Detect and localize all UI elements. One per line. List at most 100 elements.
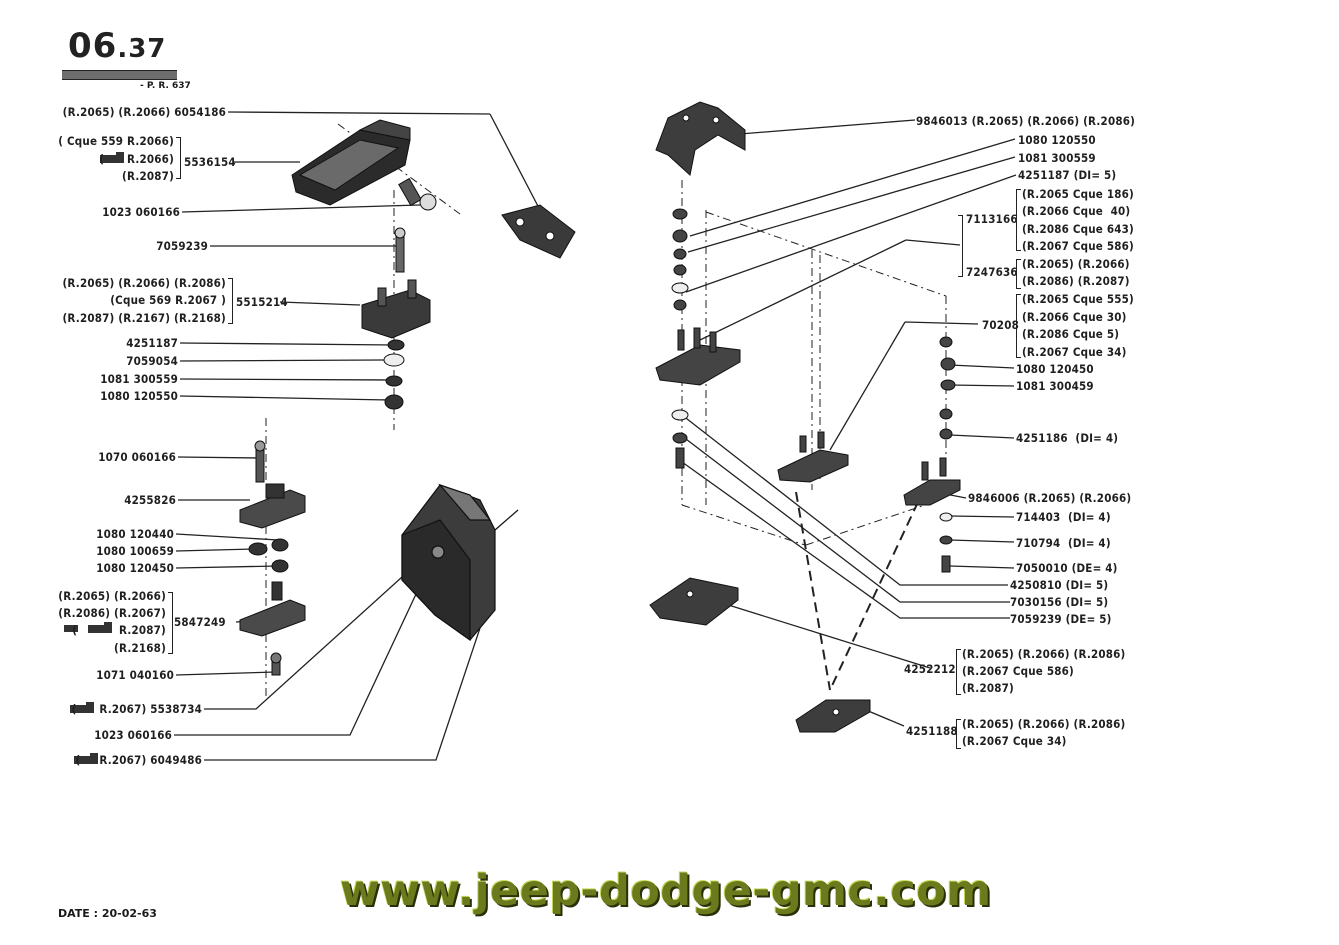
leader-l6: [179, 342, 393, 346]
label-r19a: (R.2065) (R.2066) (R.2086): [962, 717, 1126, 731]
label-r6a: (R.2065) (R.2066): [1022, 257, 1130, 271]
brace-r7: [1016, 294, 1021, 358]
leader-r5b: [905, 239, 961, 246]
leader-r2: [689, 138, 1016, 237]
label-r14: 7050010 (DE= 4): [1016, 561, 1118, 575]
bracket-6054186: [501, 204, 576, 259]
label-r6ref: 7247636: [966, 265, 1018, 279]
label-r16: 7030156 (DI= 5): [1010, 595, 1109, 609]
stud-7059239: [394, 227, 406, 273]
label-l2b: ( R.2066): [99, 152, 174, 166]
label-r9: 1081 300459: [1016, 379, 1094, 393]
leader-r7b: [904, 321, 979, 325]
label-r17: 7059239 (DE= 5): [1010, 612, 1112, 626]
label-l7: 7059054: [126, 354, 178, 368]
label-r3: 1081 300559: [1018, 151, 1096, 165]
leader-l7: [179, 359, 389, 362]
mid-washers: [248, 538, 289, 573]
label-r8: 1080 120450: [1016, 362, 1094, 376]
label-r7a: (R.2065 Cque 555): [1022, 292, 1134, 306]
label-r15: 4250810 (DI= 5): [1010, 578, 1109, 592]
leader-r8: [949, 364, 1015, 369]
label-r12: 714403 (DI= 4): [1016, 510, 1111, 524]
right-washers: [939, 336, 956, 573]
block-4255826: [239, 483, 306, 529]
page-number: 06.37: [68, 26, 166, 66]
page-number-main: 06: [68, 26, 118, 66]
label-r1: 9846013 (R.2065) (R.2066) (R.2086): [916, 114, 1136, 128]
pedal-bolt: [398, 177, 437, 211]
leader-l10: [177, 456, 259, 459]
leader-l18: [174, 559, 433, 736]
label-r6b: (R.2086) (R.2087): [1022, 274, 1130, 288]
pr-reference: - P. R. 637: [140, 81, 191, 91]
leader-r17: [681, 461, 1010, 619]
leader-l9: [179, 395, 391, 401]
bracket-9846006: [903, 457, 961, 506]
brace-r5: [1016, 189, 1021, 251]
label-l15d: (R.2168): [114, 641, 166, 655]
leader-l8: [179, 378, 391, 381]
leader-r5: [699, 239, 907, 341]
label-l10: 1070 060166: [98, 450, 176, 464]
leader-l1: [227, 111, 491, 115]
label-r5c: (R.2086 Cque 643): [1022, 222, 1134, 236]
label-r18c: (R.2087): [962, 681, 1014, 695]
pedal-housing: [401, 483, 519, 642]
website-watermark: www.jeep-dodge-gmc.com: [340, 866, 992, 916]
label-l9: 1080 120550: [100, 389, 178, 403]
label-l17: ( R.2067) 5538734: [71, 702, 202, 716]
bolt-1071: [270, 652, 282, 676]
header-rule: [62, 70, 177, 80]
label-l15c: ( R.2087): [72, 623, 166, 637]
date-label: DATE : 20-02-63: [58, 907, 157, 920]
truck-icon-3: [70, 702, 94, 713]
brace-l15: [168, 592, 173, 654]
label-r4: 4251187 (DI= 5): [1018, 168, 1117, 182]
brace-r5-outer: [958, 215, 963, 277]
label-l16: 1071 040160: [96, 668, 174, 682]
leader-l1b: [489, 113, 541, 211]
label-r19b: (R.2067 Cque 34): [962, 734, 1067, 748]
leader-l16: [175, 671, 277, 676]
label-l13: 1080 100659: [96, 544, 174, 558]
leader-r18: [705, 597, 931, 669]
leader-r15: [681, 414, 1008, 586]
leader-l5: [279, 301, 361, 306]
left-washers: [383, 339, 405, 410]
brace-r18: [956, 649, 961, 695]
label-l5c: (R.2087) (R.2167) (R.2168): [62, 311, 226, 325]
label-r18a: (R.2065) (R.2066) (R.2086): [962, 647, 1126, 661]
label-l4: 7059239: [156, 239, 208, 253]
truck-icon-4: [74, 753, 98, 764]
label-l19: ( R.2067) 6049486: [75, 753, 202, 767]
label-r18b: (R.2067 Cque 586): [962, 664, 1074, 678]
label-r19ref: 4251188: [906, 724, 958, 738]
upper-nuts: [671, 208, 689, 311]
leader-l19: [204, 627, 481, 761]
label-r7b: (R.2066 Cque 30): [1022, 310, 1127, 324]
leader-r12: [949, 515, 1015, 518]
brace-l2: [176, 137, 181, 179]
label-l5b: (Cque 569 R.2067 ): [110, 293, 226, 307]
leader-l13: [175, 548, 255, 552]
terminal-block-upper: [655, 327, 741, 386]
label-r5d: (R.2067 Cque 586): [1022, 239, 1134, 253]
brace-r19: [956, 719, 961, 749]
label-r7ref: 70208: [982, 318, 1019, 332]
block-5847249: [239, 581, 306, 637]
label-l5ref: 5515214: [236, 295, 288, 309]
label-l3: 1023 060166: [102, 205, 180, 219]
leader-r10: [949, 434, 1015, 439]
label-l15b: (R.2086) (R.2067): [58, 606, 166, 620]
label-l6: 4251187: [126, 336, 178, 350]
label-r5a: (R.2065 Cque 186): [1022, 187, 1134, 201]
lower-washers-left: [671, 409, 689, 469]
label-l2a: ( Cque 559 R.2066): [58, 134, 174, 148]
bolt-1070: [254, 440, 266, 483]
label-r10: 4251186 (DI= 4): [1016, 431, 1119, 445]
bracket-4251188: [795, 699, 871, 733]
label-l15a: (R.2065) (R.2066): [58, 589, 166, 603]
label-l2ref: 5536154: [184, 155, 236, 169]
